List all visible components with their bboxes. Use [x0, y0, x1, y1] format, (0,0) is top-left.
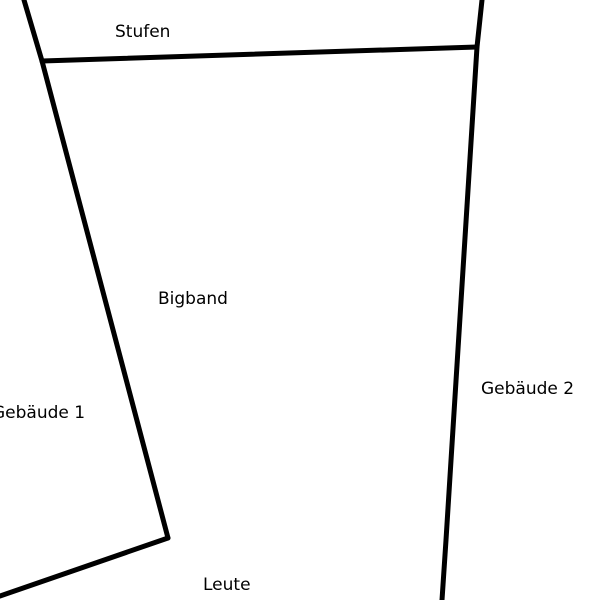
bigband-label: Bigband	[158, 289, 228, 309]
stufen-right-edge	[474, 0, 485, 50]
building-1-edge	[39, 58, 171, 541]
stufen-front-edge	[39, 44, 480, 64]
stufen-left-edge	[21, 0, 45, 64]
building-1-label: Gebäude 1	[0, 403, 85, 423]
building-2-label: Gebäude 2	[481, 379, 574, 399]
building-1-bottom-edge	[0, 535, 171, 599]
building-2-edge	[439, 44, 480, 600]
leute-label: Leute	[203, 575, 251, 595]
stufen-label: Stufen	[115, 22, 170, 42]
